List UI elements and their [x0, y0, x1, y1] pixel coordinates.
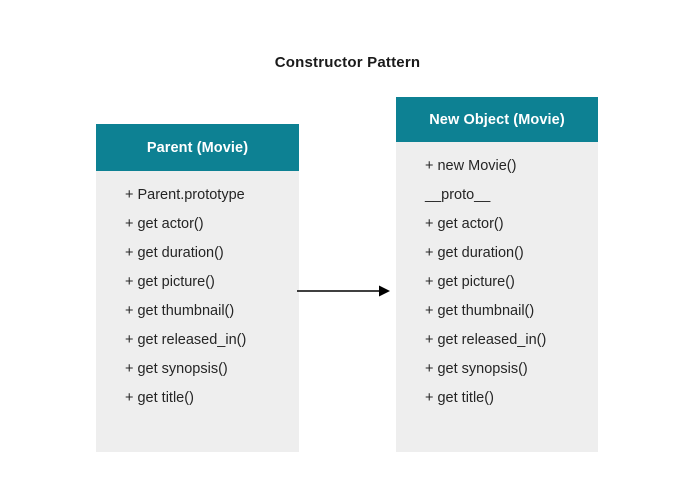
- arrow-right-icon: [297, 285, 390, 297]
- uml-class-header-parent: Parent (Movie): [96, 124, 299, 171]
- uml-class-body-new-object: + new Movie() __proto__ + get actor() + …: [396, 142, 598, 452]
- uml-class-body-parent: + Parent.prototype + get actor() + get d…: [96, 171, 299, 452]
- uml-member-item: + get title(): [125, 390, 194, 406]
- uml-member-item: __proto__: [425, 187, 491, 203]
- uml-member-item: + get thumbnail(): [125, 303, 235, 319]
- uml-class-box-new-object: New Object (Movie) + new Movie() __proto…: [396, 97, 598, 452]
- uml-member-item: + get synopsis(): [425, 361, 528, 377]
- uml-class-box-parent: Parent (Movie) + Parent.prototype + get …: [96, 124, 299, 452]
- uml-member-item: + new Movie(): [425, 158, 517, 174]
- page-title: Constructor Pattern: [274, 54, 421, 71]
- uml-member-item: + get duration(): [425, 245, 524, 261]
- uml-member-item: + get actor(): [425, 216, 504, 232]
- uml-member-item: + get thumbnail(): [425, 303, 535, 319]
- uml-member-item: + get picture(): [125, 274, 215, 290]
- uml-member-item: + Parent.prototype: [125, 187, 245, 203]
- uml-member-item: + get picture(): [425, 274, 515, 290]
- uml-member-item: + get actor(): [125, 216, 204, 232]
- uml-class-header-new-object: New Object (Movie): [396, 97, 598, 142]
- uml-member-item: + get released_in(): [125, 332, 247, 348]
- uml-member-item: + get released_in(): [425, 332, 547, 348]
- uml-member-item: + get duration(): [125, 245, 224, 261]
- uml-member-item: + get title(): [425, 390, 494, 406]
- uml-member-item: + get synopsis(): [125, 361, 228, 377]
